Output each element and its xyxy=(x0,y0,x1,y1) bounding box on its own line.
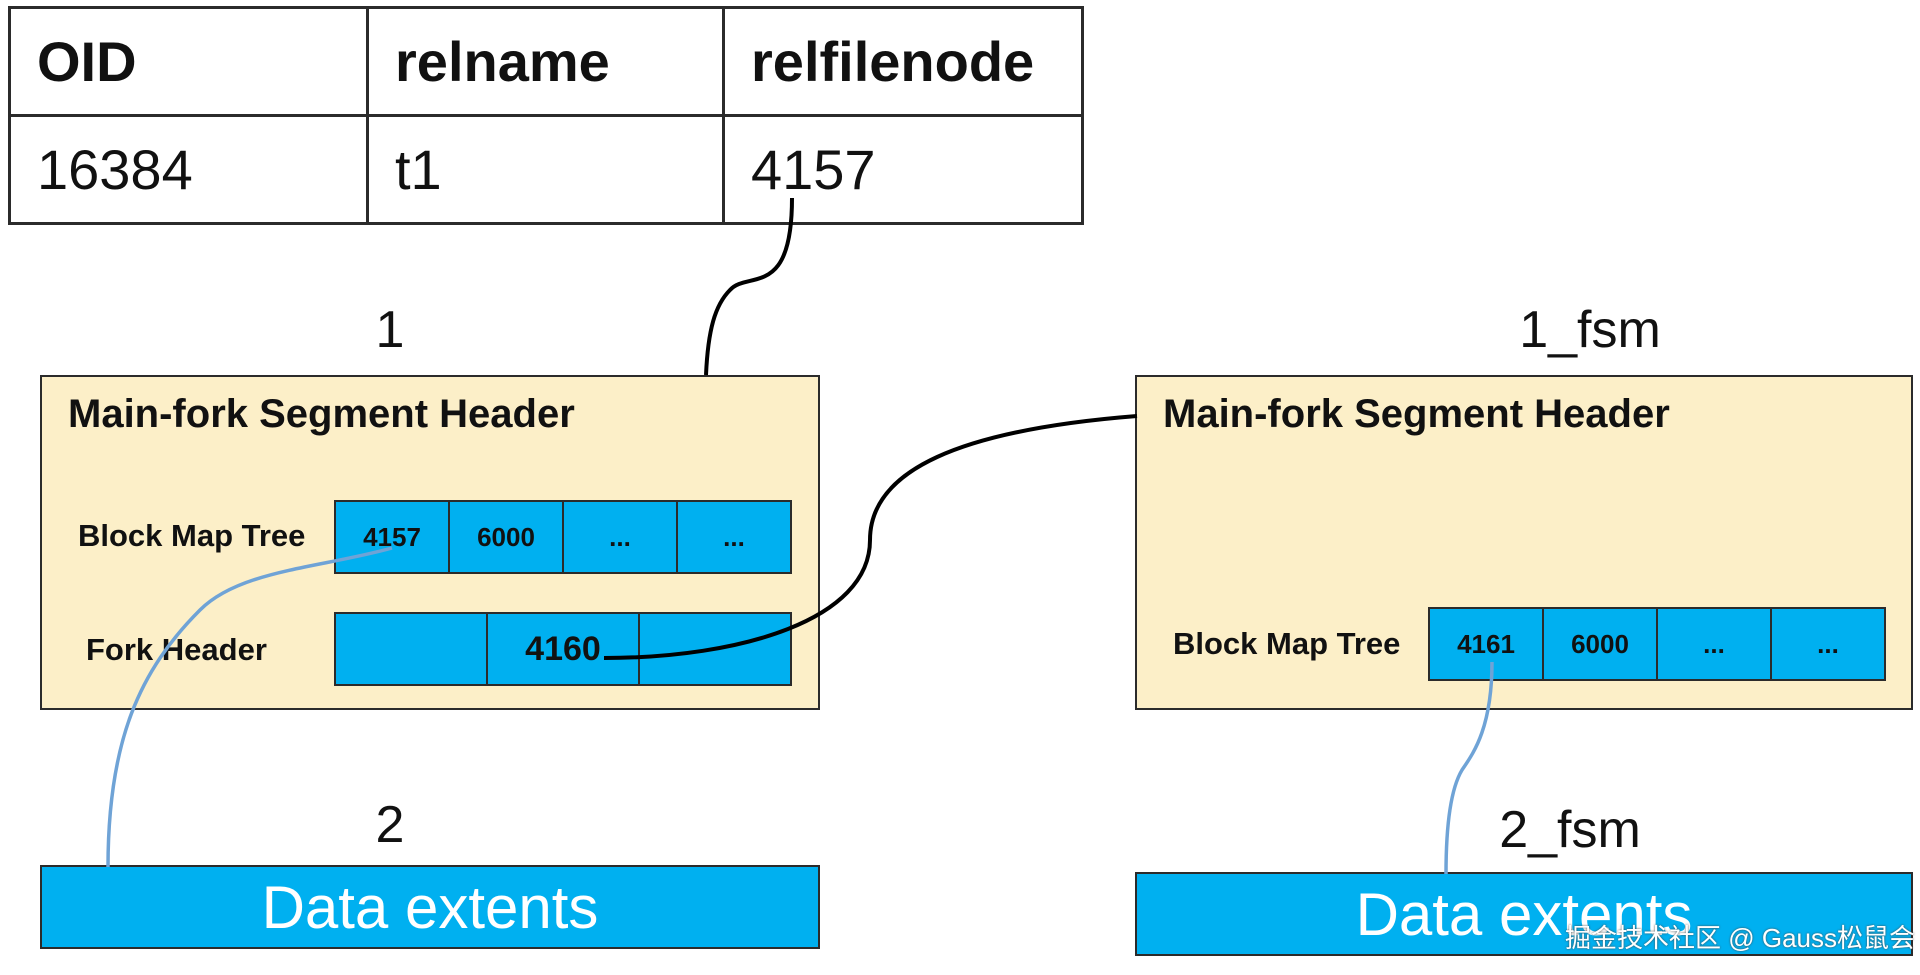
fork-header-cell xyxy=(336,614,488,684)
fsm-block-map-tree: 4161 6000 ... ... xyxy=(1428,607,1886,681)
block-map-cell: ... xyxy=(564,502,678,572)
main-block-map-label: Block Map Tree xyxy=(78,518,306,553)
main-segment-label: 1 xyxy=(375,301,405,359)
block-map-cell: 6000 xyxy=(1544,609,1658,679)
main-data-extents: Data extents xyxy=(40,865,820,949)
block-map-cell: 6000 xyxy=(450,502,564,572)
main-extent-label: 2 xyxy=(375,796,405,854)
block-map-cell: 4161 xyxy=(1430,609,1544,679)
watermark-text: 掘金技术社区 @ Gauss松鼠会 xyxy=(1565,923,1915,953)
header-relname: relname xyxy=(366,6,725,117)
fsm-segment-header-title: Main-fork Segment Header xyxy=(1163,392,1670,436)
block-map-cell: 4157 xyxy=(336,502,450,572)
cell-relfilenode: 4157 xyxy=(722,114,1084,225)
fsm-block-map-label: Block Map Tree xyxy=(1173,626,1401,661)
relfilenode-to-segment-link xyxy=(704,197,794,376)
fsm-segment-label: 1_fsm xyxy=(1519,301,1661,359)
pg-class-table: OID relname relfilenode 16384 t1 4157 xyxy=(8,6,1084,225)
fork-header-cell: 4160 xyxy=(488,614,640,684)
cell-oid: 16384 xyxy=(8,114,369,225)
cell-relname: t1 xyxy=(366,114,725,225)
fork-header-cells: 4160 xyxy=(334,612,792,686)
table-row: 16384 t1 4157 xyxy=(8,114,1084,225)
fork-header-to-fsm-link xyxy=(603,414,1138,660)
main-block-map-tree: 4157 6000 ... ... xyxy=(334,500,792,574)
block-map-cell: ... xyxy=(678,502,790,572)
fsm-block-map-to-extent-link xyxy=(1444,661,1494,875)
table-header-row: OID relname relfilenode xyxy=(8,6,1084,117)
main-segment-header-title: Main-fork Segment Header xyxy=(68,392,575,436)
header-oid: OID xyxy=(8,6,369,117)
block-map-cell: ... xyxy=(1658,609,1772,679)
block-map-to-data-extent-link xyxy=(106,546,393,868)
header-relfilenode: relfilenode xyxy=(722,6,1084,117)
fsm-data-extents: Data extents xyxy=(1135,872,1913,956)
fsm-extent-label: 2_fsm xyxy=(1499,801,1641,859)
block-map-cell: ... xyxy=(1772,609,1884,679)
